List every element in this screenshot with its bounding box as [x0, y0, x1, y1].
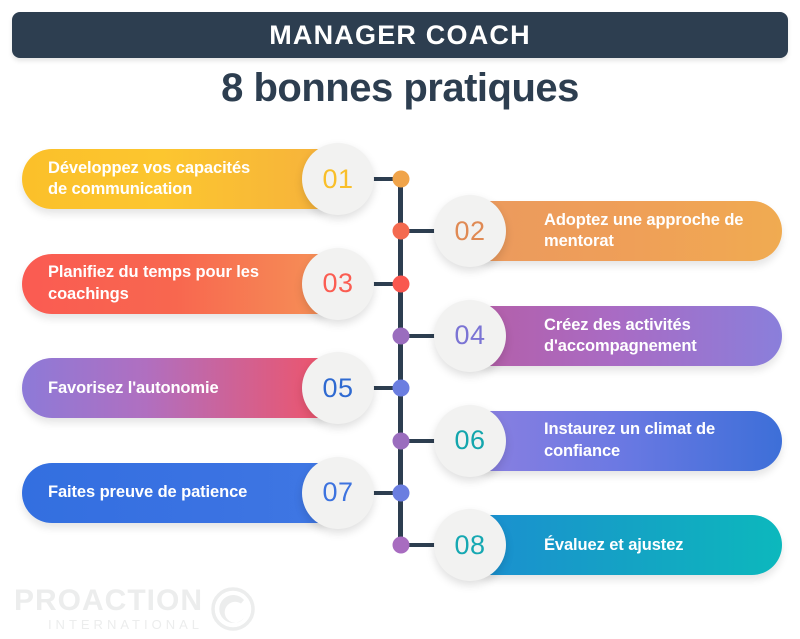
practice-item-02[interactable]: Adoptez une approche de mentorat 02	[434, 195, 782, 268]
practice-number-01: 01	[322, 163, 354, 194]
practice-item-04[interactable]: Créez des activités d'accompagnement 04	[434, 299, 782, 372]
practice-label-03: Planifiez du temps pour les coachings	[48, 263, 259, 303]
timeline-connector-07	[368, 490, 402, 495]
timeline-dot-02	[392, 222, 409, 240]
timeline-connector-06	[399, 438, 435, 443]
practice-number-06: 06	[454, 425, 486, 455]
timeline-dot-01	[392, 170, 409, 188]
practice-label-08: Évaluez et ajustez	[544, 535, 684, 554]
practice-badge-05: 05	[302, 352, 374, 425]
brand-subtitle: INTERNATIONAL	[47, 617, 203, 632]
practice-badge-01: 01	[302, 143, 374, 215]
practice-pill-01[interactable]: Développez vos capacités de communicatio…	[22, 149, 330, 209]
practice-pill-02[interactable]: Adoptez une approche de mentorat	[478, 201, 782, 262]
practice-item-05[interactable]: Favorisez l'autonomie 05	[22, 352, 374, 425]
practice-label-07: Faites preuve de patience	[48, 483, 248, 502]
brand-name: PROACTION	[14, 584, 203, 617]
timeline-connector-04	[399, 333, 435, 338]
practice-item-07[interactable]: Faites preuve de patience 07	[22, 456, 374, 529]
practice-label-05: Favorisez l'autonomie	[48, 378, 219, 397]
practice-label-06: Instaurez un climat de confiance	[544, 420, 716, 460]
brand-logo: PROACTION INTERNATIONAL	[14, 586, 255, 631]
practice-item-08[interactable]: Évaluez et ajustez 08	[434, 509, 782, 582]
timeline-dot-03	[392, 275, 409, 293]
practice-badge-07: 07	[302, 456, 374, 529]
practice-number-07: 07	[322, 477, 354, 508]
page-subtitle: 8 bonnes pratiques	[221, 66, 579, 110]
practice-pill-05[interactable]: Favorisez l'autonomie	[22, 358, 330, 419]
practice-badge-06: 06	[434, 404, 506, 477]
header-bar: MANAGER COACH	[12, 12, 788, 58]
practice-label-02: Adoptez une approche de mentorat	[544, 211, 744, 251]
practice-item-01[interactable]: Développez vos capacités de communicatio…	[22, 143, 374, 215]
proaction-circle-icon	[211, 586, 255, 631]
practice-pill-07[interactable]: Faites preuve de patience	[22, 462, 330, 523]
practice-number-08: 08	[454, 529, 486, 560]
page-title: MANAGER COACH	[269, 19, 531, 50]
timeline-dot-04	[392, 327, 409, 345]
practice-item-06[interactable]: Instaurez un climat de confiance 06	[434, 404, 782, 477]
practice-number-05: 05	[322, 372, 354, 403]
timeline-dot-07	[392, 484, 409, 502]
practice-badge-08: 08	[434, 509, 506, 582]
practice-number-02: 02	[454, 215, 486, 246]
brand-wordmark: PROACTION INTERNATIONAL	[14, 584, 203, 632]
timeline-connector-05	[368, 386, 402, 391]
timeline-axis	[398, 179, 403, 545]
practice-label-01: Développez vos capacités de communicatio…	[48, 158, 251, 198]
practice-badge-03: 03	[302, 247, 374, 320]
practice-number-03: 03	[322, 268, 354, 299]
timeline-connector-08	[399, 543, 435, 548]
practice-pill-04[interactable]: Créez des activités d'accompagnement	[478, 305, 782, 366]
timeline-dot-06	[392, 432, 409, 449]
practice-label-04: Créez des activités d'accompagnement	[544, 315, 697, 355]
timeline-connector-01	[368, 177, 402, 181]
practice-pill-08[interactable]: Évaluez et ajustez	[478, 515, 782, 576]
timeline-connector-03	[368, 281, 402, 286]
practice-badge-02: 02	[434, 195, 506, 268]
timeline-dot-05	[392, 379, 409, 397]
practice-badge-04: 04	[434, 299, 506, 372]
practice-number-04: 04	[454, 320, 486, 351]
practice-item-03[interactable]: Planifiez du temps pour les coachings 03	[22, 247, 374, 320]
timeline-connector-02	[399, 229, 435, 234]
timeline-dot-08	[392, 536, 409, 554]
practice-pill-03[interactable]: Planifiez du temps pour les coachings	[22, 253, 330, 314]
practice-pill-06[interactable]: Instaurez un climat de confiance	[478, 410, 782, 471]
